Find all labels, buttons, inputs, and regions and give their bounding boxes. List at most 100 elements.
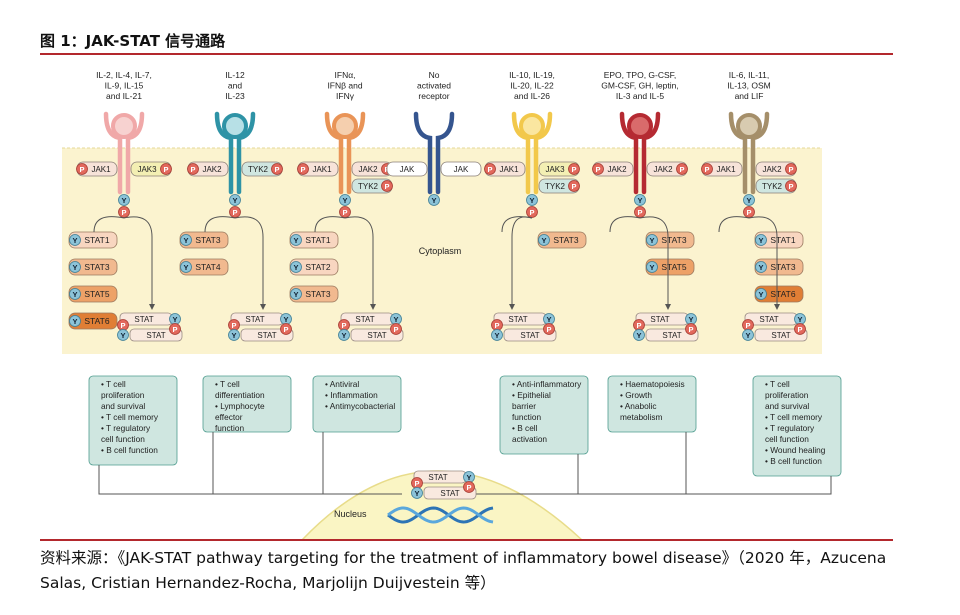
stat-protein-label: STAT1 bbox=[84, 235, 109, 245]
tyrosine-marker-label: Y bbox=[393, 315, 398, 324]
stat-protein bbox=[179, 258, 229, 276]
phospho-marker bbox=[76, 163, 88, 175]
phospho-marker-label: P bbox=[384, 182, 389, 191]
stat-protein-label: STAT2 bbox=[305, 262, 330, 272]
tyrosine-marker-label: Y bbox=[293, 290, 298, 299]
phospho-marker bbox=[568, 163, 580, 175]
source-citation: 资料来源：《JAK-STAT pathway targeting for the… bbox=[40, 549, 887, 592]
arrow-head bbox=[665, 304, 671, 310]
receptor-chain bbox=[511, 111, 531, 195]
phospho-marker-label: P bbox=[300, 165, 305, 174]
activation-arrow bbox=[609, 216, 641, 233]
stat-monomer bbox=[129, 328, 183, 342]
function-item: • T regulatory bbox=[101, 423, 151, 433]
stat-protein bbox=[289, 258, 339, 276]
function-box bbox=[88, 375, 178, 466]
tyrosine-marker-label: Y bbox=[172, 315, 177, 324]
cytokine-ligand bbox=[736, 113, 762, 139]
function-item: differentiation bbox=[215, 390, 265, 400]
phospho-marker-label: P bbox=[637, 208, 642, 217]
stat-protein-label: STAT1 bbox=[305, 235, 330, 245]
cytokine-ligand bbox=[222, 113, 248, 139]
phospho-marker bbox=[169, 323, 181, 335]
function-item: • Antimycobacterial bbox=[325, 401, 395, 411]
function-item: • T cell memory bbox=[765, 412, 823, 422]
stat-protein bbox=[289, 285, 339, 303]
tyrosine-marker bbox=[290, 288, 302, 300]
stat-protein bbox=[645, 231, 695, 249]
phospho-marker-label: P bbox=[745, 321, 750, 330]
function-item: • B cell bbox=[512, 423, 538, 433]
stat-monomer-label: STAT bbox=[245, 315, 264, 324]
cytokine-ligand bbox=[519, 113, 545, 139]
stat-monomer-label: STAT bbox=[759, 315, 778, 324]
tyrosine-marker bbox=[118, 194, 130, 206]
tyrosine-marker bbox=[339, 194, 351, 206]
ligand-label: IFNγ bbox=[336, 91, 355, 101]
phospho-marker-label: P bbox=[487, 165, 492, 174]
receptor-chain bbox=[346, 111, 366, 195]
tyrosine-marker bbox=[290, 261, 302, 273]
phospho-marker-label: P bbox=[494, 321, 499, 330]
function-item: activation bbox=[512, 434, 547, 444]
tyrosine-marker bbox=[69, 288, 81, 300]
jak-kinase-label: JAK2 bbox=[607, 165, 627, 174]
phospho-marker-label: P bbox=[232, 208, 237, 217]
nuclear-translocation-line bbox=[467, 476, 832, 495]
jak-kinase-label: TYK2 bbox=[248, 165, 269, 174]
function-item: • Growth bbox=[620, 390, 652, 400]
ligand-label: GM-CSF, GH, leptin, bbox=[601, 81, 678, 91]
function-item: • Haematopoiesis bbox=[620, 379, 685, 389]
tyrosine-marker-label: Y bbox=[758, 290, 763, 299]
phospho-marker bbox=[785, 180, 797, 192]
activation-arrow bbox=[748, 216, 778, 308]
tyrosine-marker-label: Y bbox=[546, 315, 551, 324]
phospho-marker-label: P bbox=[636, 321, 641, 330]
receptor-chain bbox=[103, 111, 123, 195]
ligand-label: No bbox=[429, 70, 440, 80]
source-rule bbox=[40, 539, 893, 541]
tyrosine-marker bbox=[526, 194, 538, 206]
function-item: • Lymphocyte bbox=[215, 401, 265, 411]
function-item: • Anabolic bbox=[620, 401, 657, 411]
figure-title: 图 1：JAK-STAT 信号通路 bbox=[40, 32, 226, 50]
activation-arrow bbox=[123, 216, 153, 308]
cytokine-ligand bbox=[627, 113, 653, 139]
function-item: • Antiviral bbox=[325, 379, 359, 389]
stat-protein-label: STAT5 bbox=[84, 289, 109, 299]
jak-kinase-label: JAK bbox=[400, 165, 415, 174]
tyrosine-marker-label: Y bbox=[72, 317, 77, 326]
stat-monomer-label: STAT bbox=[134, 315, 153, 324]
tyrosine-marker bbox=[229, 194, 241, 206]
tyrosine-marker-label: Y bbox=[293, 263, 298, 272]
nuclear-translocation-line bbox=[212, 432, 402, 495]
stat-monomer-label: STAT bbox=[367, 331, 386, 340]
phospho-marker bbox=[297, 163, 309, 175]
receptor-chain bbox=[413, 111, 433, 195]
tyrosine-marker-label: Y bbox=[431, 196, 436, 205]
function-item: barrier bbox=[512, 401, 536, 411]
ligand-label: receptor bbox=[418, 91, 449, 101]
function-item: • T cell bbox=[101, 379, 126, 389]
nuclear-translocation-line bbox=[322, 432, 402, 495]
function-item: metabolism bbox=[620, 412, 663, 422]
receptor-column: EPO, TPO, G-CSF,GM-CSF, GH, leptin,IL-3 … bbox=[467, 70, 699, 495]
stat-protein bbox=[754, 258, 804, 276]
tyrosine-marker-label: Y bbox=[541, 236, 546, 245]
tyrosine-marker bbox=[755, 288, 767, 300]
tyrosine-marker bbox=[755, 261, 767, 273]
phospho-marker-label: P bbox=[190, 165, 195, 174]
ligand-label: and bbox=[228, 81, 242, 91]
function-item: function bbox=[512, 412, 541, 422]
function-item: • Wound healing bbox=[765, 445, 826, 455]
tyrosine-marker-label: Y bbox=[341, 331, 346, 340]
stat-monomer-label: STAT bbox=[520, 331, 539, 340]
phospho-marker-label: P bbox=[788, 182, 793, 191]
jak-kinase-label: TYK2 bbox=[545, 182, 566, 191]
receptor-chain bbox=[125, 111, 145, 195]
phospho-marker-label: P bbox=[163, 165, 168, 174]
jak-kinase-label: JAK1 bbox=[499, 165, 519, 174]
